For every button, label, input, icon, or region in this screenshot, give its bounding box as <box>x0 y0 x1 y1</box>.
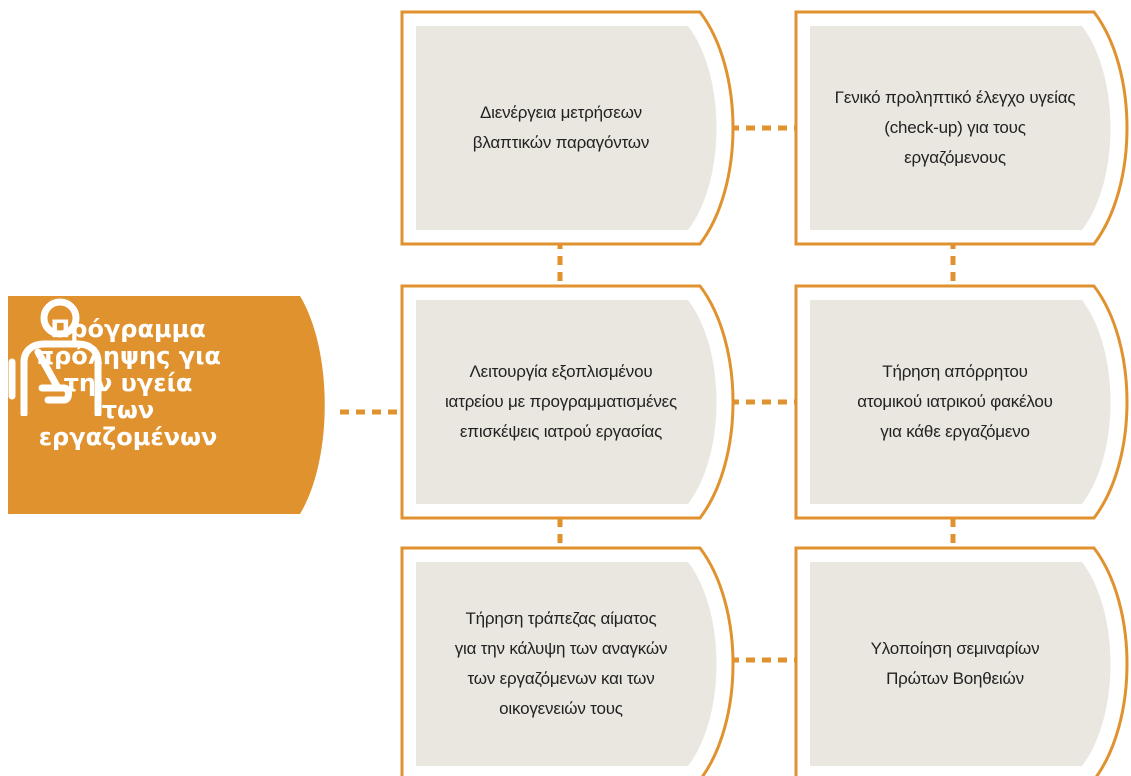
card-measurements: Διενέργεια μετρήσεων βλαπτικών παραγόντω… <box>400 10 735 246</box>
card-first-aid: Υλοποίηση σεμιναρίων Πρώτων Βοηθειών <box>794 546 1129 776</box>
hub-title: Πρόγραμμα πρόληψης για την υγεία των εργ… <box>35 315 221 451</box>
card-blood-bank: Τήρηση τράπεζας αίματος για την κάλυψη τ… <box>400 546 735 776</box>
hub-node: Πρόγραμμα πρόληψης για την υγεία των εργ… <box>8 296 338 514</box>
card-shape <box>794 284 1129 520</box>
card-text: Τήρηση απόρρητου ατομικού ιατρικού φακέλ… <box>857 362 1053 441</box>
card-text: Τήρηση τράπεζας αίματος για την κάλυψη τ… <box>454 609 668 718</box>
card-records: Τήρηση απόρρητου ατομικού ιατρικού φακέλ… <box>794 284 1129 520</box>
card-shape <box>794 10 1129 246</box>
card-text: Λειτουργία εξοπλισμένου ιατρείου με προγ… <box>444 362 678 441</box>
card-checkup: Γενικό προληπτικό έλεγχο υγείας (check-u… <box>794 10 1129 246</box>
card-shape <box>794 546 1129 776</box>
card-text: Διενέργεια μετρήσεων βλαπτικών παραγόντω… <box>472 103 650 152</box>
injured-worker-icon <box>8 298 102 416</box>
hub-shape <box>8 296 325 514</box>
card-shape <box>400 284 735 520</box>
card-text: Υλοποίηση σεμιναρίων Πρώτων Βοηθειών <box>870 639 1040 688</box>
card-shape <box>400 546 735 776</box>
card-shape <box>400 10 735 246</box>
card-text: Γενικό προληπτικό έλεγχο υγείας (check-u… <box>834 88 1076 167</box>
card-clinic: Λειτουργία εξοπλισμένου ιατρείου με προγ… <box>400 284 735 520</box>
